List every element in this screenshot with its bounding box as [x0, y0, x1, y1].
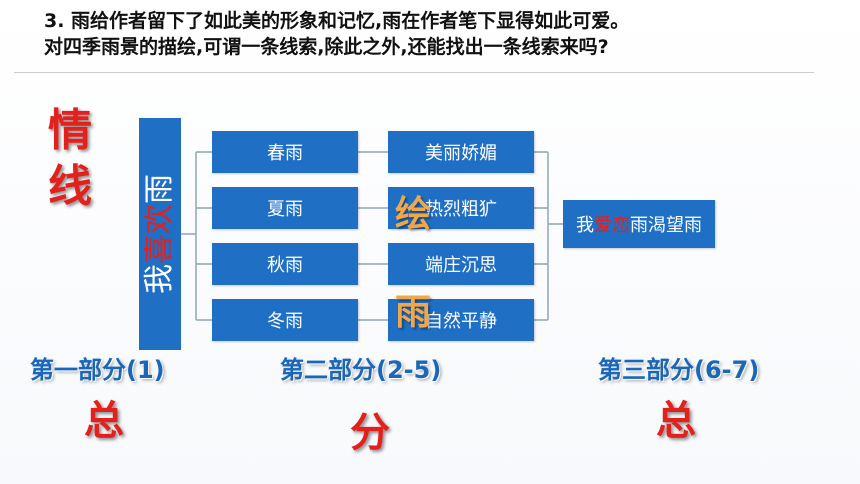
- main-bar-prefix: 我: [142, 264, 177, 294]
- summary-1: 总: [84, 398, 124, 444]
- feature-box-4: 自然平静: [388, 299, 534, 341]
- season-box-spring: 春雨: [212, 131, 358, 173]
- question-line-2: 对四季雨景的描绘,可谓一条线索,除此之外,还能找出一条线索来吗?: [44, 36, 609, 58]
- season-box-summer: 夏雨: [212, 187, 358, 229]
- part-1-label: 第一部分(1): [30, 356, 165, 384]
- question-line-1: 3. 雨给作者留下了如此美的形象和记忆,雨在作者笔下显得如此可爱。: [44, 10, 630, 32]
- main-bar-suffix: 雨: [142, 174, 177, 204]
- season-box-winter: 冬雨: [212, 299, 358, 341]
- feature-box-1: 美丽娇媚: [388, 131, 534, 173]
- depict-char-2: 雨: [395, 292, 432, 333]
- conclusion-suffix: 雨渴望雨: [630, 215, 702, 236]
- main-theme-bar: 我喜欢雨: [139, 118, 181, 350]
- divider: [14, 72, 814, 73]
- summary-2: 分: [350, 410, 390, 456]
- question-text: 3. 雨给作者留下了如此美的形象和记忆,雨在作者笔下显得如此可爱。 对四季雨景的…: [44, 8, 824, 60]
- part-3-label: 第三部分(6-7): [598, 356, 760, 384]
- conclusion-prefix: 我: [576, 215, 594, 236]
- emotion-char-2: 线: [48, 161, 92, 212]
- feature-box-3: 端庄沉思: [388, 243, 534, 285]
- summary-3: 总: [656, 398, 696, 444]
- conclusion-highlight: 爱恋: [594, 215, 630, 236]
- season-box-autumn: 秋雨: [212, 243, 358, 285]
- emotion-char-1: 情: [48, 105, 92, 156]
- depict-label: 绘 雨: [395, 166, 435, 362]
- main-bar-highlight: 喜欢: [142, 204, 177, 264]
- feature-box-2: 热烈粗犷: [388, 187, 534, 229]
- conclusion-box: 我爱恋雨渴望雨: [563, 200, 715, 248]
- part-2-label: 第二部分(2-5): [280, 356, 442, 384]
- depict-char-1: 绘: [395, 194, 432, 235]
